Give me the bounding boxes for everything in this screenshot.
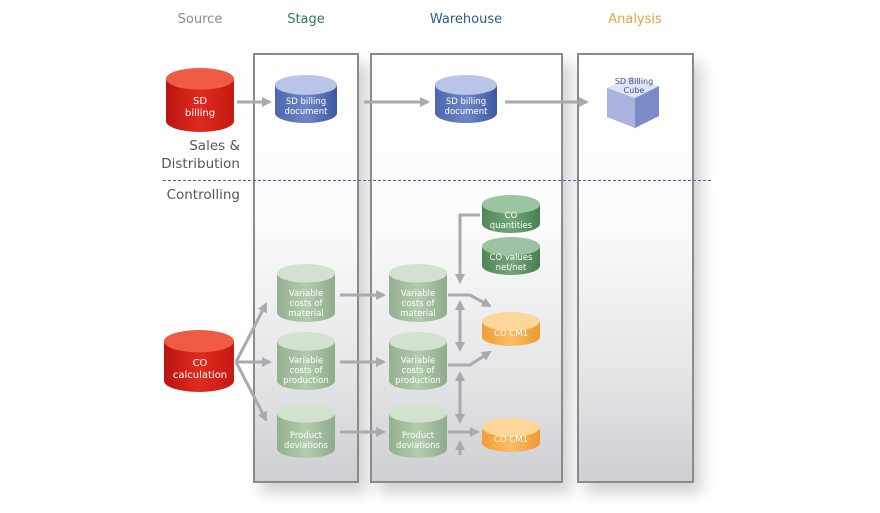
sd-billing-stage-label: SD billing document xyxy=(284,97,328,117)
sd-billing-warehouse-cylinder xyxy=(435,75,497,123)
wh-var-material-cylinder xyxy=(389,264,447,322)
co-cm1-a-label: CO CM1 xyxy=(493,329,528,339)
co-cm1-b-cylinder xyxy=(482,418,540,452)
stage-var-production-cylinder xyxy=(277,332,335,390)
sales-line1: Sales & xyxy=(189,138,240,154)
column-title-source: Source xyxy=(177,12,223,27)
stage-var-production-label: Variable costs of production xyxy=(283,356,329,386)
co-cm1-b-label: CO CM1 xyxy=(493,435,528,445)
sd-billing-cube-label: SD Billing Cube xyxy=(614,77,654,95)
column-title-analysis: Analysis xyxy=(608,12,662,27)
wh-var-production-cylinder xyxy=(389,332,447,390)
arrow-quantities-down xyxy=(455,213,480,284)
arrow-co-to-product-dev xyxy=(234,361,268,422)
sd-billing-source-label: SD billing xyxy=(184,96,216,119)
arrow-co-to-var-material xyxy=(234,302,268,363)
co-calculation-label: CO calculation xyxy=(172,358,228,381)
sd-billing-stage-cylinder xyxy=(275,75,337,123)
column-title-stage: Stage xyxy=(287,12,325,27)
stage-var-material-cylinder xyxy=(277,264,335,322)
wh-var-production-label: Variable costs of production xyxy=(395,356,441,386)
section-label-sales-distribution: Sales & Distribution xyxy=(161,137,240,173)
section-divider xyxy=(163,180,711,181)
sd-billing-cube xyxy=(607,76,659,128)
co-calculation-cylinder xyxy=(164,330,234,392)
co-quantities-label: CO quantities xyxy=(489,211,533,231)
column-title-warehouse: Warehouse xyxy=(429,12,503,27)
section-label-controlling: Controlling xyxy=(166,187,240,203)
sd-billing-warehouse-label: SD billing document xyxy=(444,97,488,117)
sd-billing-source-cylinder xyxy=(166,68,234,132)
co-cm1-a-cylinder xyxy=(482,312,540,346)
wh-var-material-label: Variable costs of material xyxy=(400,289,436,319)
stage-product-dev-label: Product deviations xyxy=(284,431,328,451)
stage-var-material-label: Variable costs of material xyxy=(288,289,324,319)
wh-product-dev-cylinder xyxy=(389,404,447,458)
co-quantities-cylinder xyxy=(482,195,540,233)
co-values-label: CO values net/net xyxy=(489,253,533,273)
arrow-material-to-cm1 xyxy=(448,293,492,308)
sales-line2: Distribution xyxy=(161,156,240,172)
wh-product-dev-label: Product deviations xyxy=(396,431,440,451)
arrow-production-to-cm1 xyxy=(448,350,492,367)
co-values-cylinder xyxy=(482,237,540,275)
stage-product-dev-cylinder xyxy=(277,404,335,458)
